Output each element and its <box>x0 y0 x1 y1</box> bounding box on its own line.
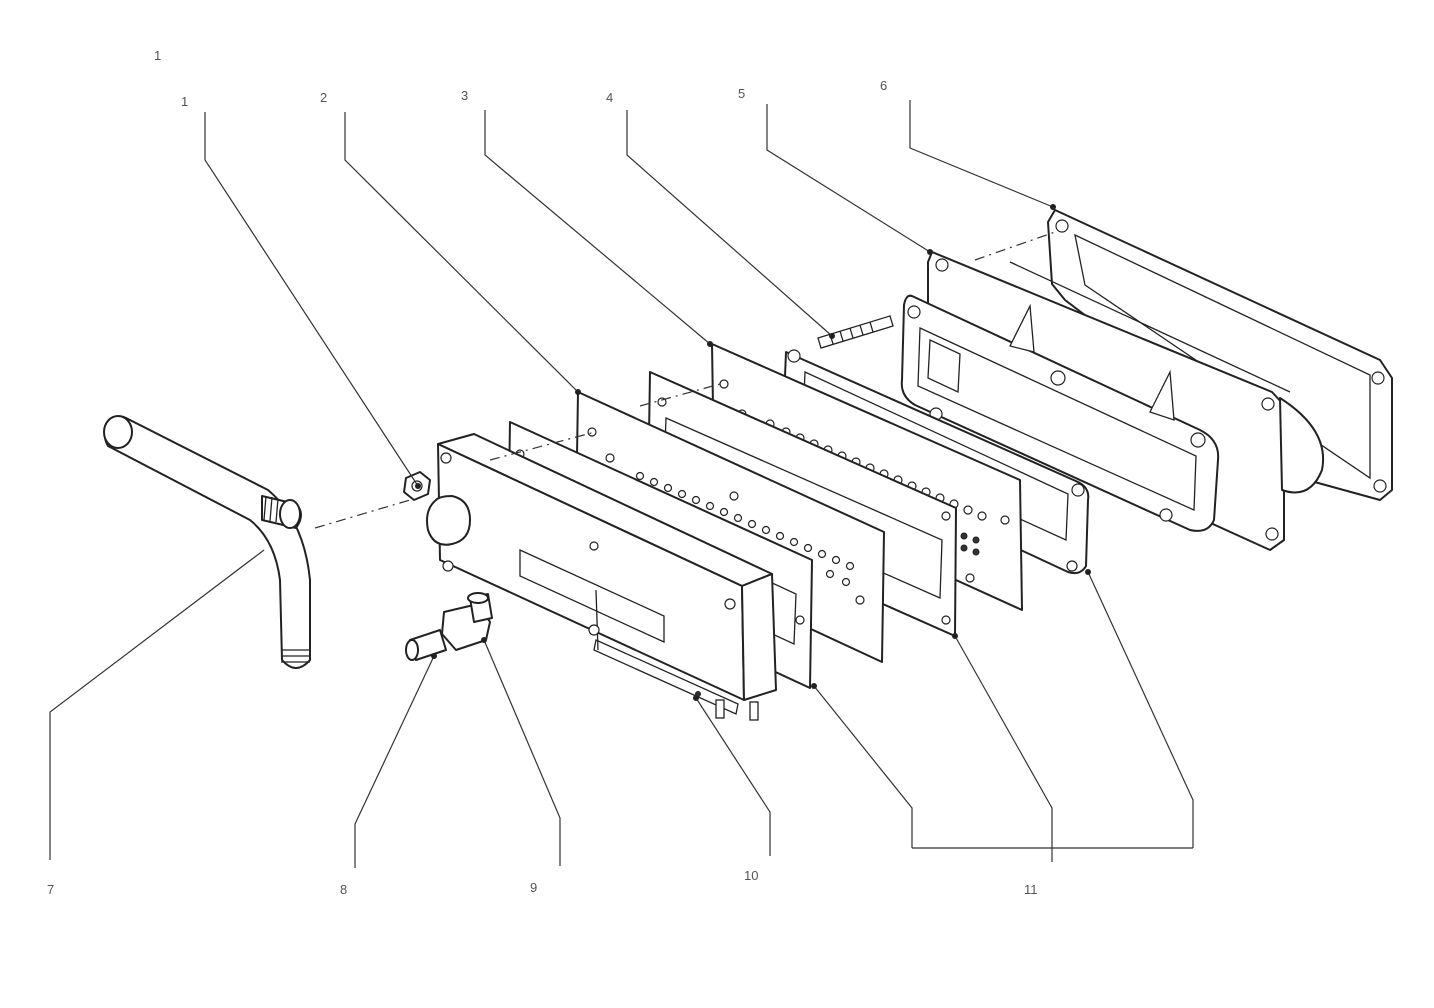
part-4-mixing-frame <box>900 294 1220 532</box>
callout-2: 2 <box>320 90 327 105</box>
figure-title: 1 <box>154 48 161 63</box>
callout-5: 5 <box>738 86 745 101</box>
part-7-bent-pipe <box>103 415 311 669</box>
callout-7: 7 <box>47 882 54 897</box>
part-8-nipple-fitting <box>405 629 447 661</box>
stud-bolt <box>817 315 894 349</box>
callout-3: 3 <box>461 88 468 103</box>
callout-11: 11 <box>1024 882 1038 897</box>
part-1-burner-body <box>426 433 777 721</box>
pipe-thread-top <box>263 495 279 523</box>
leader-lines <box>49 100 1194 868</box>
callout-9: 9 <box>530 880 537 895</box>
callout-6: 6 <box>880 78 887 93</box>
pipe-thread-bottom <box>281 649 310 663</box>
callout-10: 10 <box>744 868 758 883</box>
callout-4: 4 <box>606 90 613 105</box>
part-9-elbow-fitting <box>441 592 493 651</box>
orifice-holes-row <box>635 471 855 587</box>
assembly-axis-lines <box>314 231 1056 529</box>
callout-1: 1 <box>181 94 188 109</box>
callout-8: 8 <box>340 882 347 897</box>
callout-labels: 1 2 3 4 5 6 7 8 9 10 11 <box>47 78 1038 897</box>
